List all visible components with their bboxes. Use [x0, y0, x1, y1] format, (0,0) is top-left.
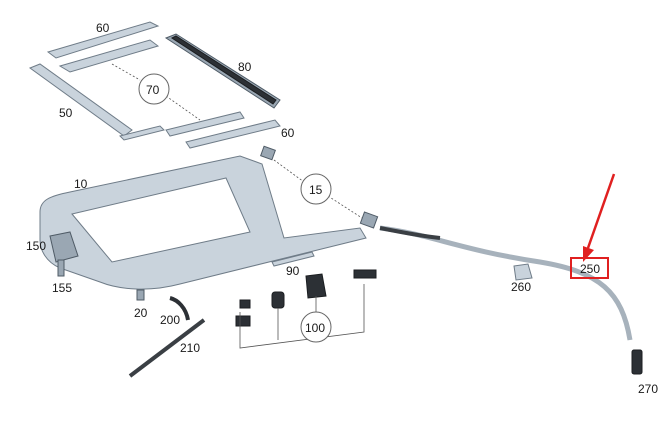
- label-250: 250: [580, 262, 600, 276]
- callout-circle-100: [300, 311, 332, 343]
- highlight-250: 250: [570, 173, 616, 279]
- highlight-box-250: [570, 257, 609, 279]
- label-270: 270: [638, 382, 658, 396]
- part-20-screw[interactable]: [136, 289, 145, 301]
- part-60-lower-strip[interactable]: [165, 111, 281, 149]
- part-90-trim[interactable]: [271, 251, 315, 267]
- part-15-connector[interactable]: [260, 145, 379, 229]
- part-80-seal-rail[interactable]: [164, 33, 281, 109]
- label-100: 100: [305, 321, 325, 335]
- label-200: 200: [160, 313, 180, 327]
- part-155-screw[interactable]: [57, 259, 65, 277]
- part-50-frame-section[interactable]: [28, 39, 165, 141]
- label-90: 90: [286, 264, 300, 278]
- label-15: 15: [309, 183, 323, 197]
- label-60-top: 60: [96, 21, 110, 35]
- label-20: 20: [134, 306, 148, 320]
- label-260: 260: [511, 280, 531, 294]
- label-155: 155: [52, 281, 72, 295]
- part-210-drain-hose[interactable]: [128, 318, 206, 378]
- part-100-clips[interactable]: [235, 269, 377, 327]
- label-50: 50: [59, 106, 73, 120]
- label-10: 10: [74, 177, 88, 191]
- part-260-clip[interactable]: [513, 263, 533, 281]
- label-60-lower: 60: [281, 126, 295, 140]
- callout-circle-15: [300, 173, 332, 205]
- label-70: 70: [146, 83, 160, 97]
- part-150-drive-motor[interactable]: [49, 231, 79, 263]
- leader-lines: [111, 63, 365, 349]
- part-10-main-frame[interactable]: [39, 155, 367, 290]
- part-60-top-strip[interactable]: [46, 21, 160, 59]
- callout-circle-70: [138, 73, 170, 105]
- part-250-drive-cable[interactable]: [379, 225, 633, 341]
- label-80: 80: [238, 60, 252, 74]
- part-200-hose[interactable]: [169, 296, 190, 321]
- part-270-cable-end[interactable]: [631, 349, 643, 375]
- label-150: 150: [26, 239, 46, 253]
- label-210: 210: [180, 341, 200, 355]
